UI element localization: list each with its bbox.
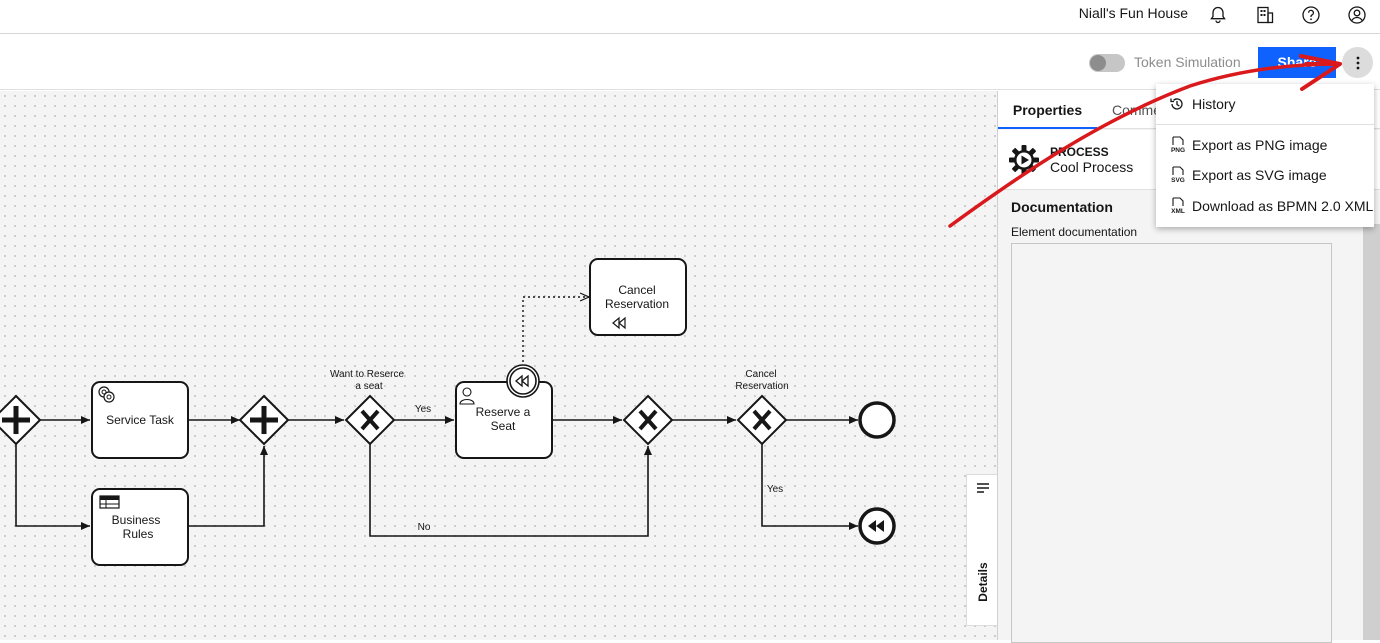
menu-item-label: History [1192,96,1236,112]
documentation-textarea[interactable] [1011,243,1332,643]
share-button[interactable]: Share [1258,47,1336,78]
process-name: Cool Process [1050,159,1134,175]
menu-item-export-png[interactable]: PNG Export as PNG image [1156,131,1374,159]
cancel-task-label-1: Cancel [618,283,655,297]
org-name[interactable]: Niall's Fun House [1078,5,1188,21]
service-task: Service Task [91,381,189,459]
tab-properties[interactable]: Properties [998,91,1097,129]
flow-no [369,444,652,537]
exclusive-gateway-merge [622,394,674,446]
sequence-flows [15,416,858,537]
user-icon[interactable] [1344,2,1370,28]
menu-item-label: Export as SVG image [1192,167,1327,183]
compensation-marker-icon [612,316,626,330]
help-icon[interactable] [1298,2,1324,28]
flow-label-yes: Yes [415,404,431,415]
more-options-menu: History PNG Export as PNG image SVG Expo… [1156,84,1374,227]
tab-comments[interactable]: Comme [1112,102,1162,118]
more-options-button[interactable] [1342,47,1373,78]
token-simulation-label: Token Simulation [1134,54,1241,70]
png-file-icon: PNG [1169,136,1189,154]
flow-label-yes-2: Yes [767,484,783,495]
bpmn-diagram: Service Task Business Rules Reserve a Se… [0,258,896,566]
compensation-end-event [858,507,896,545]
reserve-seat-task: Reserve a Seat [455,364,553,459]
exclusive-gateway-cancel [736,394,788,446]
gear-icon [98,386,115,403]
menu-item-label: Export as PNG image [1192,137,1328,153]
kebab-icon [1356,56,1359,69]
svg-text:XML: XML [1171,208,1185,215]
details-tab[interactable]: Details [966,474,997,626]
documentation-title: Documentation [1011,199,1113,215]
end-event [858,401,896,439]
menu-lines-icon [977,483,989,493]
panel-scrollbar[interactable] [1363,224,1380,640]
menu-item-history[interactable]: History [1156,90,1374,118]
table-icon [99,495,120,509]
details-tab-label: Details [976,562,990,602]
token-simulation-toggle[interactable] [1089,54,1125,72]
diagram-canvas[interactable]: Service Task Business Rules Reserve a Se… [0,91,997,640]
service-task-label: Service Task [106,413,175,427]
parallel-gateway-split [0,394,42,446]
flow-rules-to-join [188,446,268,527]
gateway-label-cancel-1: Cancel [745,369,776,380]
reserve-seat-label-1: Reserve a [476,405,531,419]
parallel-gateway-join [238,394,290,446]
xml-file-icon: XML [1169,197,1189,215]
gateway-label-cancel-2: Reservation [735,381,788,392]
menu-item-export-svg[interactable]: SVG Export as SVG image [1156,161,1374,189]
business-rules-label-1: Business [112,513,161,527]
svg-text:PNG: PNG [1171,147,1185,154]
flow-to-business-rules [15,444,90,530]
gateway-label-want-2: a seat [355,381,382,392]
cancel-task-label-2: Reservation [605,297,669,311]
business-rules-task: Business Rules [91,488,189,566]
building-icon[interactable] [1252,2,1278,28]
compensation-boundary-event [506,364,540,398]
history-icon [1169,96,1189,112]
reserve-seat-label-2: Seat [491,419,516,433]
menu-item-label: Download as BPMN 2.0 XML [1192,198,1374,214]
menu-item-download-xml[interactable]: XML Download as BPMN 2.0 XML [1156,192,1374,220]
menu-divider [1156,124,1374,125]
cancel-reservation-task: Cancel Reservation [589,258,687,336]
process-type: PROCESS [1050,145,1109,159]
gateway-label-want-1: Want to Reserce [330,369,405,380]
editor-toolbar: Token Simulation Share [0,35,1380,90]
user-task-icon [459,387,475,405]
documentation-label: Element documentation [1011,225,1138,239]
flow-yes-to-compensate-end [761,444,858,530]
flow-label-no: No [418,522,431,533]
exclusive-gateway-reserve [344,394,396,446]
toggle-knob [1090,55,1106,71]
process-gear-icon [1009,145,1039,175]
svg-text:SVG: SVG [1171,177,1185,184]
svg-file-icon: SVG [1169,166,1189,184]
top-bar: Niall's Fun House [0,0,1380,34]
compensation-association [522,297,589,362]
bell-icon[interactable] [1205,2,1231,28]
business-rules-label-2: Rules [123,527,154,541]
